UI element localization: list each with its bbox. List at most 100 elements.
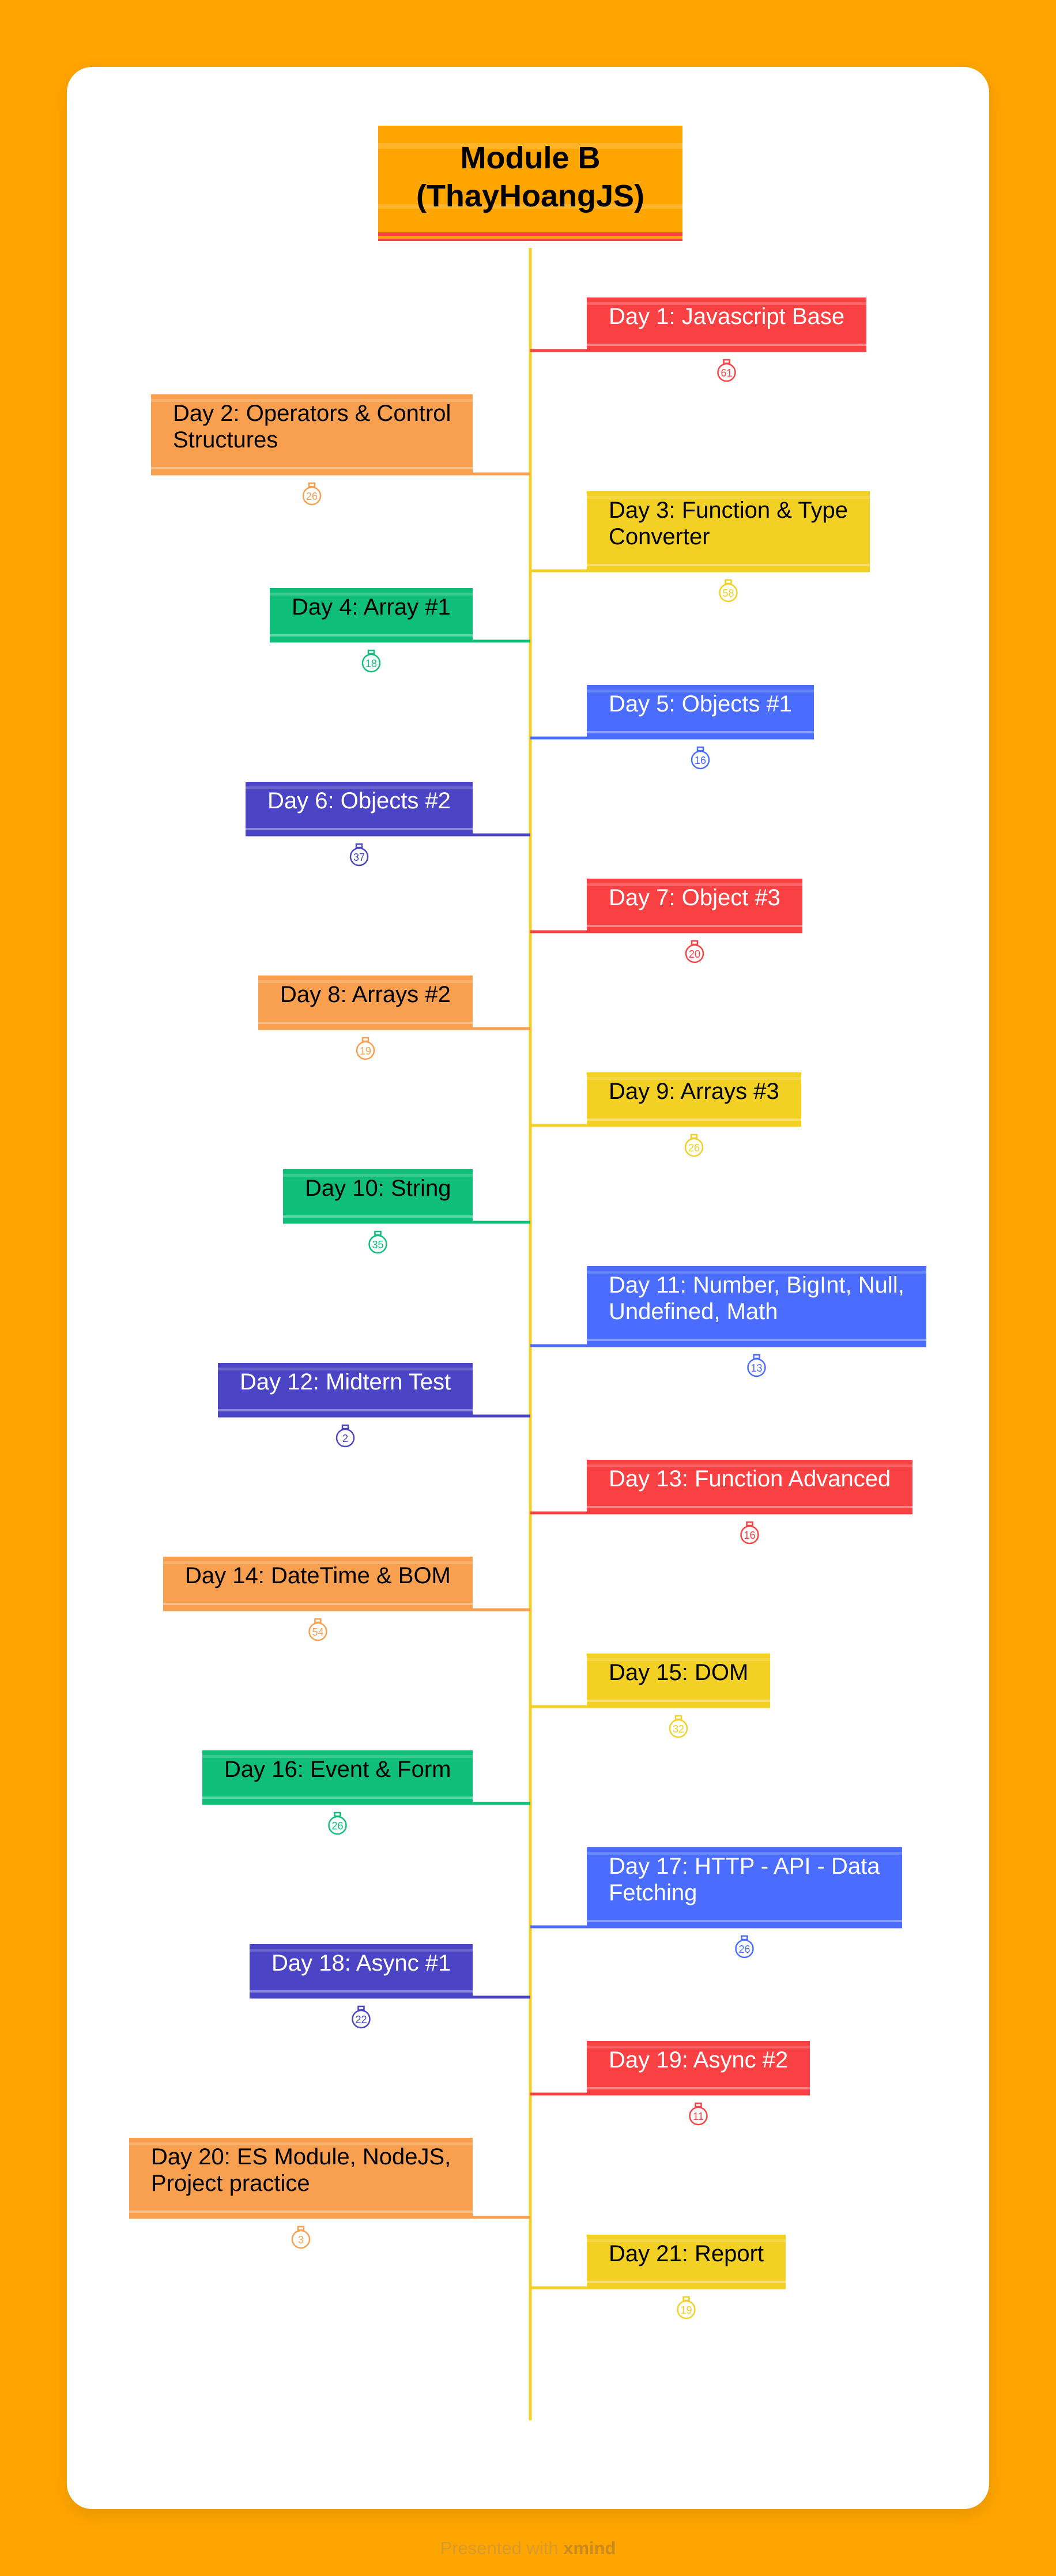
topic-texture-stroke (283, 1215, 473, 1218)
badge-circle (689, 2106, 708, 2126)
badge-count: 26 (331, 1820, 343, 1832)
topic-day-8[interactable]: Day 8: Arrays #219 (258, 976, 530, 1060)
topic-count-badge[interactable]: 16 (740, 1521, 759, 1545)
topic-texture-stroke (587, 1077, 801, 1080)
badge-count: 11 (693, 2111, 704, 2122)
badge-tab (367, 649, 375, 655)
topic-texture-stroke (163, 1561, 473, 1564)
topic-count-badge[interactable]: 20 (685, 940, 704, 963)
badge-circle (361, 653, 381, 673)
topic-day-18[interactable]: Day 18: Async #1 22 (250, 1944, 530, 2029)
topic-texture-stroke (283, 1174, 473, 1177)
topic-count-badge[interactable]: 18 (361, 649, 381, 673)
badge-circle (717, 363, 736, 382)
badge-circle (691, 750, 710, 770)
topic-day-20[interactable]: Day 20: ES Module, NodeJS,Project practi… (129, 2138, 530, 2249)
topic-label-line: Converter (609, 524, 710, 549)
topic-count-badge[interactable]: 32 (669, 1715, 688, 1738)
topic-count-badge[interactable]: 3 (291, 2225, 311, 2249)
topic-texture-stroke (587, 302, 866, 305)
badge-circle (747, 1358, 766, 1377)
topic-texture-stroke (250, 1990, 473, 1993)
topic-day-5[interactable]: Day 5: Objects #116 (530, 685, 814, 770)
root-title-line2: (ThayHoangJS) (416, 179, 644, 213)
topic-texture-stroke (587, 2239, 786, 2242)
topic-box (151, 394, 473, 474)
topic-day-13[interactable]: Day 13: Function Advanced 16 (530, 1460, 912, 1545)
badge-tab (723, 359, 730, 364)
topic-count-badge[interactable]: 26 (684, 1133, 704, 1157)
topic-texture-stroke (151, 467, 473, 469)
topic-box (587, 491, 870, 571)
topic-texture-stroke (129, 2210, 473, 2213)
topic-count-badge[interactable]: 26 (302, 482, 322, 506)
topic-count-badge[interactable]: 16 (691, 746, 710, 770)
topic-day-10[interactable]: Day 10: String 35 (283, 1169, 530, 1254)
root-title-line1: Module B (461, 141, 601, 175)
topic-day-9[interactable]: Day 9: Arrays #326 (530, 1072, 801, 1157)
topic-texture-stroke (270, 634, 473, 637)
badge-tab (361, 1037, 369, 1042)
topic-count-badge[interactable]: 19 (677, 2296, 696, 2319)
topic-count-badge[interactable]: 2 (335, 1424, 355, 1448)
topic-day-11[interactable]: Day 11: Number, BigInt, Null,Undefined, … (530, 1266, 926, 1377)
topic-count-badge[interactable]: 35 (368, 1230, 387, 1254)
topic-count-badge[interactable]: 61 (717, 359, 736, 382)
root-texture-stroke (378, 143, 682, 149)
topic-label-line: Day 10: String (305, 1176, 451, 1201)
topic-label-line: Day 13: Function Advanced (609, 1466, 891, 1492)
topic-count-badge[interactable]: 26 (735, 1935, 754, 1959)
topic-box (587, 1460, 912, 1513)
topic-texture-stroke (587, 496, 870, 499)
topic-count-badge[interactable]: 11 (689, 2102, 708, 2126)
badge-tab (314, 1618, 322, 1624)
badge-circle (719, 583, 738, 602)
topic-day-6[interactable]: Day 6: Objects #2 37 (246, 782, 530, 867)
footer-brand[interactable]: xmind (563, 2538, 616, 2558)
badge-count: 19 (680, 2304, 692, 2316)
topic-count-badge[interactable]: 13 (747, 1354, 766, 1377)
badge-count: 26 (738, 1944, 750, 1955)
topic-label-line: Day 6: Objects #2 (267, 788, 451, 814)
topic-count-badge[interactable]: 54 (308, 1618, 327, 1641)
topic-day-7[interactable]: Day 7: Object #320 (530, 879, 802, 963)
topic-day-19[interactable]: Day 19: Async #211 (530, 2041, 810, 2126)
topic-texture-stroke (258, 980, 473, 983)
badge-circle (356, 1041, 375, 1060)
badge-tab (341, 1424, 349, 1430)
topic-texture-stroke (587, 1920, 902, 1922)
badge-tab (725, 579, 732, 585)
topic-count-badge[interactable]: 26 (328, 1812, 347, 1835)
badge-circle (684, 1138, 704, 1157)
badge-count: 2 (342, 1433, 348, 1444)
badge-tab (374, 1230, 382, 1236)
topic-day-4[interactable]: Day 4: Array #118 (270, 588, 530, 673)
footer-prefix: Presented with (440, 2538, 559, 2558)
topic-count-badge[interactable]: 58 (719, 579, 738, 602)
topic-label-line: Structures (173, 427, 278, 453)
topic-count-badge[interactable]: 22 (352, 2005, 371, 2029)
topic-box (250, 1944, 473, 1997)
root-topic[interactable]: Module B (ThayHoangJS) (378, 126, 682, 241)
badge-tab (674, 1715, 682, 1720)
topic-texture-stroke (270, 593, 473, 596)
topic-texture-stroke (246, 786, 473, 789)
topic-label-line: Day 18: Async #1 (271, 1950, 451, 1976)
badge-circle (368, 1234, 387, 1254)
topic-count-badge[interactable]: 19 (356, 1037, 375, 1060)
badge-circle (291, 2229, 311, 2249)
topic-count-badge[interactable]: 37 (349, 843, 369, 867)
topic-texture-stroke (587, 925, 802, 927)
badge-tab (695, 2102, 702, 2108)
topic-texture-stroke (587, 883, 802, 886)
